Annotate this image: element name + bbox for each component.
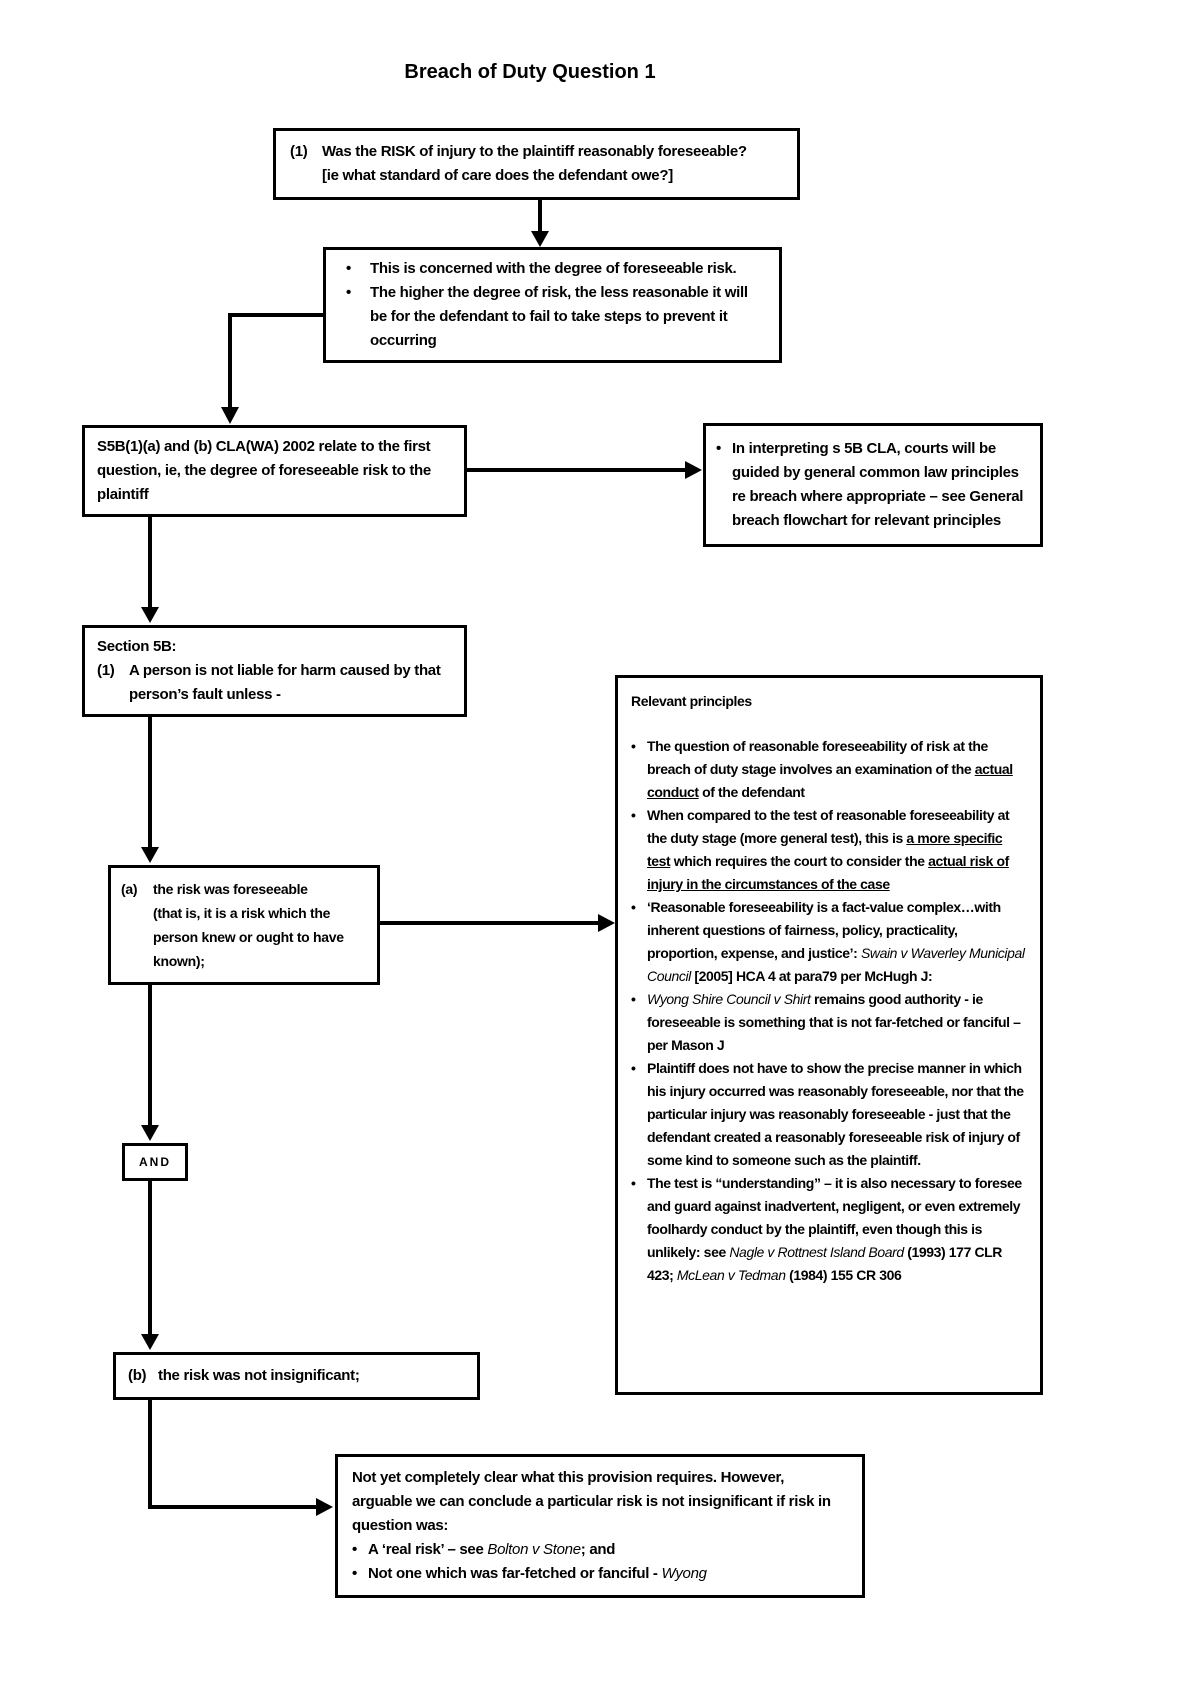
arrowhead-down-icon: [531, 231, 549, 247]
arrowhead-down-icon: [141, 1334, 159, 1350]
bullet-icon: •: [631, 991, 636, 1007]
box-risk-was-foreseeable: (a) the risk was foreseeable (that is, i…: [108, 865, 380, 985]
principle-bullet: The test is “understanding” – it is also…: [647, 1175, 1022, 1283]
box-not-insignificant-note: Not yet completely clear what this provi…: [335, 1454, 865, 1598]
question-line: Was the RISK of injury to the plaintiff …: [322, 143, 747, 160]
bullet-icon: •: [352, 1565, 357, 1582]
note-bullet: A ‘real risk’ – see Bolton v Stone; and: [368, 1541, 616, 1558]
arrowhead-right-icon: [316, 1498, 333, 1516]
note-bullet: Not one which was far-fetched or fancifu…: [368, 1565, 707, 1582]
principle-bullet: ‘Reasonable foreseeability is a fact-val…: [647, 899, 1025, 984]
box-risk-not-insignificant: (b) the risk was not insignificant;: [113, 1352, 480, 1400]
note-intro: Not yet completely clear what this provi…: [352, 1469, 831, 1534]
list-marker: (1): [97, 662, 115, 679]
bullet-icon: •: [716, 440, 721, 457]
list-marker: (b): [128, 1367, 147, 1384]
section-text: A person is not liable for harm caused b…: [129, 662, 441, 703]
bullet-text: In interpreting s 5B CLA, courts will be…: [732, 440, 1024, 529]
arrowhead-down-icon: [141, 847, 159, 863]
principle-bullet: Plaintiff does not have to show the prec…: [647, 1060, 1024, 1168]
bullet-text: This is concerned with the degree of for…: [370, 260, 737, 277]
box-s5b-intro: S5B(1)(a) and (b) CLA(WA) 2002 relate to…: [82, 425, 467, 517]
bullet-icon: •: [631, 807, 636, 823]
and-label: AND: [139, 1155, 171, 1169]
box-section-5b: Section 5B: (1) A person is not liable f…: [82, 625, 467, 717]
clause-text: the risk was not insignificant;: [158, 1367, 360, 1384]
arrowhead-down-icon: [141, 1125, 159, 1141]
bullet-icon: •: [631, 899, 636, 915]
bullet-icon: •: [346, 260, 351, 277]
box-question-foreseeable: (1) Was the RISK of injury to the plaint…: [273, 128, 800, 200]
arrowhead-down-icon: [141, 607, 159, 623]
principle-bullet: Wyong Shire Council v Shirt remains good…: [647, 991, 1021, 1053]
box-interpreting-s5b: • In interpreting s 5B CLA, courts will …: [703, 423, 1043, 547]
bullet-icon: •: [352, 1541, 357, 1558]
box-text: S5B(1)(a) and (b) CLA(WA) 2002 relate to…: [97, 438, 431, 503]
clause-rest: (that is, it is a risk which the person …: [153, 905, 344, 969]
bullet-icon: •: [631, 1060, 636, 1076]
principles-heading: Relevant principles: [631, 693, 752, 709]
list-marker: (1): [290, 143, 308, 160]
bullet-icon: •: [631, 1175, 636, 1191]
box-degree-of-risk: • This is concerned with the degree of f…: [323, 247, 782, 363]
section-heading: Section 5B:: [97, 638, 177, 655]
bullet-icon: •: [346, 284, 351, 301]
box-relevant-principles: Relevant principles • The question of re…: [615, 675, 1043, 1395]
box-and-connector: AND: [122, 1143, 188, 1181]
clause-line: the risk was foreseeable: [153, 881, 308, 897]
principle-bullet: When compared to the test of reasonable …: [647, 807, 1010, 892]
connector-degree-to-s5b: [228, 313, 326, 409]
principle-bullet: The question of reasonable foreseeabilit…: [647, 738, 1013, 800]
page-title: Breach of Duty Question 1: [404, 61, 656, 83]
bullet-icon: •: [631, 738, 636, 754]
question-subline: [ie what standard of care does the defen…: [322, 167, 673, 184]
arrowhead-down-icon: [221, 407, 239, 424]
list-marker: (a): [121, 881, 138, 897]
arrowhead-right-icon: [685, 461, 702, 479]
bullet-text: The higher the degree of risk, the less …: [370, 284, 748, 349]
connector-b-to-note: [148, 1390, 318, 1509]
arrowhead-right-icon: [598, 914, 615, 932]
